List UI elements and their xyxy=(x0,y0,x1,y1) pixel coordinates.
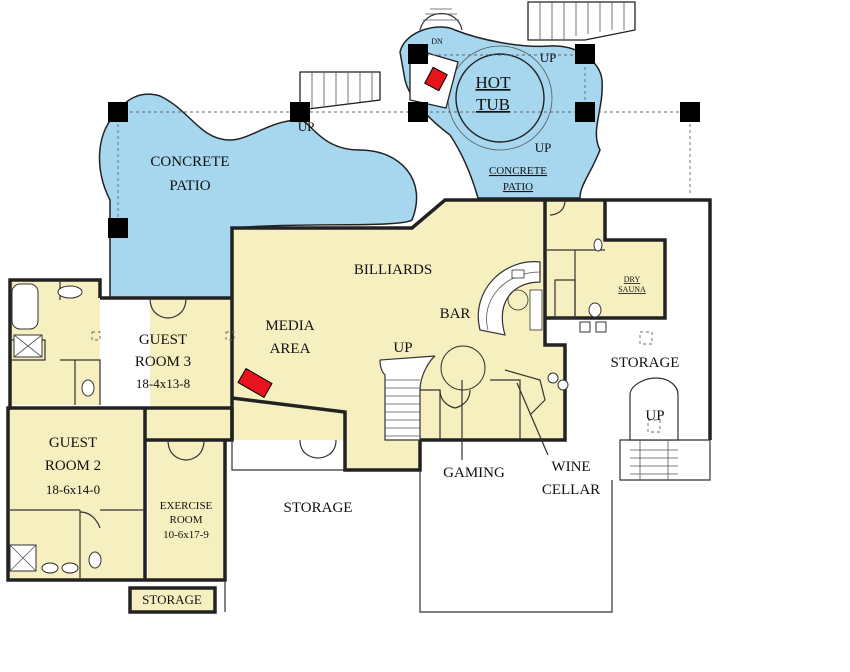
exercise-room-label-1: EXERCISE xyxy=(160,500,213,512)
hot-tub xyxy=(455,53,545,143)
stairs-top-right xyxy=(527,1,636,41)
bathtub xyxy=(11,283,39,330)
concrete-patio-right-label-1: CONCRETE xyxy=(489,165,547,177)
gaming-table xyxy=(440,345,486,391)
up-hot-tub-label: UP xyxy=(535,140,552,155)
guest-room-2-floor xyxy=(8,408,145,510)
door xyxy=(299,439,337,459)
gaming-label: GAMING xyxy=(443,465,505,481)
guest-room-3-label-1: GUEST xyxy=(139,332,187,348)
door xyxy=(149,297,187,319)
up-storage-label: UP xyxy=(645,408,664,424)
up-main-stair-label: UP xyxy=(393,340,412,356)
media-area-label-1: MEDIA xyxy=(265,318,314,334)
post xyxy=(408,44,428,64)
hot-tub-label-1: HOT xyxy=(476,73,512,92)
post xyxy=(290,102,310,122)
dry-sauna-floor xyxy=(605,240,665,318)
bar-label: BAR xyxy=(440,306,471,322)
hot-tub-label-2: TUB xyxy=(476,95,510,114)
up-hot-tub-top-label: UP xyxy=(540,50,557,65)
main-floor xyxy=(150,200,565,470)
wine-cellar-label-1: WINE xyxy=(551,459,590,475)
bath-guest2 xyxy=(8,510,145,580)
door xyxy=(549,199,566,216)
post xyxy=(108,218,128,238)
door xyxy=(167,439,205,461)
up-patio-left-label: UP xyxy=(298,119,315,134)
outer-wall xyxy=(230,198,712,440)
guest-room-2-label-2: ROOM 2 xyxy=(45,458,101,474)
bar-counter xyxy=(477,261,541,336)
door xyxy=(79,511,101,529)
guest-room-3-size: 18-4x13-8 xyxy=(136,376,190,391)
media-area-label-2: AREA xyxy=(270,341,311,357)
post xyxy=(408,102,428,122)
post xyxy=(575,44,595,64)
wine-cellar-label-2: CELLAR xyxy=(542,482,600,498)
post xyxy=(108,102,128,122)
guest-room-2-size: 18-6x14-0 xyxy=(46,482,100,497)
concrete-patio-left-label-2: PATIO xyxy=(169,178,210,194)
media-fireplace-icon xyxy=(237,367,273,399)
dry-sauna-label-1: DRY xyxy=(624,275,641,284)
storage-right-label: STORAGE xyxy=(611,355,680,371)
storage-bottom-label: STORAGE xyxy=(142,592,202,607)
storage-center-label: STORAGE xyxy=(284,500,353,516)
exercise-room-size: 10-6x17-9 xyxy=(163,529,209,541)
exercise-room-label-2: ROOM xyxy=(169,514,202,526)
fireplace-icon xyxy=(424,66,448,92)
billiards-label: BILLIARDS xyxy=(354,262,432,278)
guest-room-2-label-1: GUEST xyxy=(49,435,97,451)
dn-stair-label: DN xyxy=(431,37,443,46)
stairs-top-left xyxy=(299,71,381,111)
post xyxy=(575,102,595,122)
concrete-patio-left-label-1: CONCRETE xyxy=(150,154,229,170)
post xyxy=(680,102,700,122)
exercise-floor xyxy=(148,440,225,580)
main-stair xyxy=(379,355,436,441)
dry-sauna-label-2: SAUNA xyxy=(618,285,646,294)
storage-stair xyxy=(629,377,679,480)
storage-bottom-floor xyxy=(130,588,215,612)
guest-room-3-label-2: ROOM 3 xyxy=(135,354,191,370)
hall-floor xyxy=(145,408,232,440)
concrete-patio-right-label-2: PATIO xyxy=(503,181,533,193)
